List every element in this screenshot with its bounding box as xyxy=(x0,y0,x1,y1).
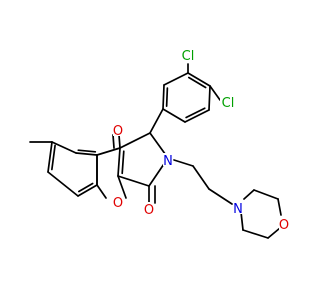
lactam-nitrogen: N xyxy=(163,154,173,169)
ring-bond xyxy=(119,132,151,149)
benzo-ring-bond xyxy=(75,152,98,156)
ethyl-chain-bond xyxy=(192,165,210,190)
benzo-double-bond xyxy=(51,144,56,171)
chlorine-atom-upper-label-bg xyxy=(180,48,196,61)
aryl-ring-bond xyxy=(163,72,189,86)
benzo-ring-bond xyxy=(47,141,53,173)
lactam-oxygen: O xyxy=(144,203,154,218)
ethyl-chain-bond xyxy=(173,159,194,167)
chromene-bond xyxy=(117,175,127,199)
ketone-oxygen-upper-label-bg xyxy=(113,123,123,136)
morpholine-oxygen-label-bg xyxy=(279,217,289,230)
chromene-ring-oxygen: O xyxy=(113,196,123,211)
aryl-double-bond xyxy=(165,87,169,107)
ring-bond xyxy=(117,147,121,177)
aryl-to-ring-bond xyxy=(149,108,164,134)
aryl-ring-bond xyxy=(162,108,186,123)
morpholine-bond xyxy=(277,198,282,216)
chlorine-bond-lower xyxy=(209,85,221,101)
benzo-ring-bond xyxy=(51,141,77,154)
lactam-nitrogen-label-bg xyxy=(163,153,173,166)
benzo-double-bond xyxy=(77,149,97,153)
benzo-ring-bond xyxy=(47,171,79,197)
chlorine-atom-upper: Cl xyxy=(182,49,195,64)
morpholine-bond xyxy=(242,229,269,239)
chlorine-atom-lower-label-bg xyxy=(220,95,236,108)
ketone-bond xyxy=(118,134,121,149)
ketone-double-bond xyxy=(112,134,115,149)
ring-bond xyxy=(117,175,150,187)
morpholine-nitrogen-label-bg xyxy=(233,201,243,214)
chromene-ring-oxygen-label-bg xyxy=(113,195,123,208)
aryl-ring-bond xyxy=(187,72,211,87)
aryl-ring-bond xyxy=(162,84,165,110)
morpholine-oxygen: O xyxy=(279,218,289,233)
ketone-oxygen-upper: O xyxy=(113,124,123,139)
ethyl-chain-bond xyxy=(208,188,233,205)
morpholine-bond xyxy=(240,211,244,231)
chromene-bond xyxy=(96,184,107,199)
benzo-double-bond xyxy=(77,182,94,193)
morpholine-bond xyxy=(253,189,279,200)
chromene-bond xyxy=(96,147,121,156)
aryl-ring-bond xyxy=(184,109,210,123)
benzo-ring-bond xyxy=(77,184,98,197)
chlorine-atom-lower: Cl xyxy=(222,96,235,111)
aryl-double-bond xyxy=(185,107,206,119)
morpholine-bond xyxy=(243,189,255,200)
bond-layer xyxy=(29,63,282,239)
morpholine-bond xyxy=(267,227,281,239)
lactam-oxygen-label-bg xyxy=(144,202,154,215)
morpholine-nitrogen: N xyxy=(233,202,243,217)
aryl-double-bond xyxy=(187,76,207,89)
aryl-ring-bond xyxy=(208,85,211,111)
ring-double-bond xyxy=(121,150,125,175)
